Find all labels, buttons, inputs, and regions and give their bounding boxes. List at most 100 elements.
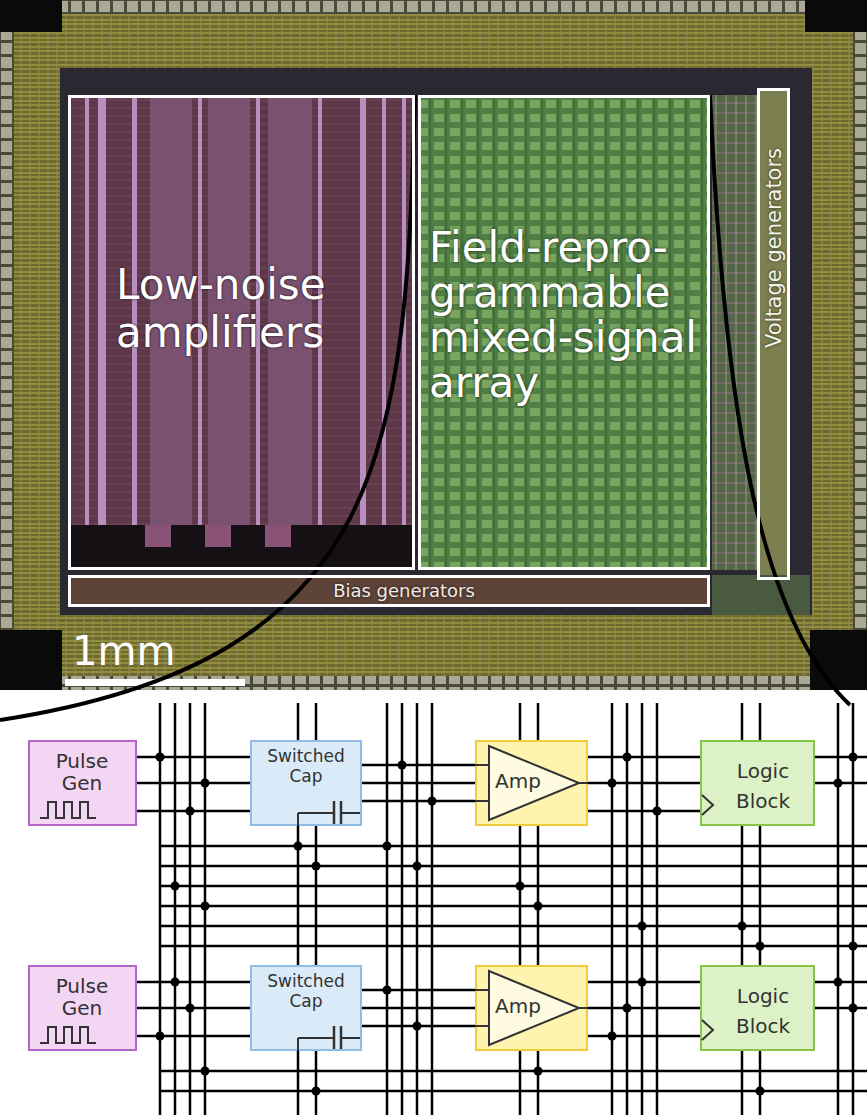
schematic-ground: [0, 690, 867, 1115]
dot: [834, 779, 843, 788]
stripe: [382, 95, 386, 525]
logic-layout: [712, 95, 757, 570]
dot: [849, 1004, 858, 1013]
zoom-curve: [0, 95, 415, 720]
bias-layout: [68, 575, 710, 607]
dot: [653, 807, 662, 816]
circuit-block: Switched Cap: [250, 965, 362, 1051]
lna-stripes: [85, 95, 406, 525]
routing-bus: [160, 703, 853, 1115]
dot: [738, 922, 747, 931]
block-label: Pulse Gen: [42, 975, 122, 1019]
routing-bus: [160, 846, 867, 1091]
dot: [156, 753, 165, 762]
circuit-block: Pulse Gen: [28, 965, 137, 1051]
dot: [834, 978, 843, 987]
lna-pads: [145, 525, 291, 547]
dot: [171, 978, 180, 987]
dot: [756, 1087, 765, 1096]
signal-wire: [137, 782, 250, 785]
capacitor-symbol: [334, 1026, 341, 1049]
circuit-block: Amp: [475, 740, 588, 826]
dot: [756, 942, 765, 951]
dot: [398, 761, 407, 770]
capacitor-symbol: [334, 801, 341, 824]
chip-region: Field-repro- grammable mixed-signal arra…: [418, 95, 710, 570]
dot: [312, 1087, 321, 1096]
dot: [608, 1032, 617, 1041]
dot: [623, 753, 632, 762]
signal-wire: [362, 782, 475, 785]
clock-symbol: [702, 1020, 713, 1040]
block-label: Switched Cap: [261, 971, 351, 1011]
corner: [805, 0, 867, 32]
dot: [638, 922, 647, 931]
dot: [171, 882, 180, 891]
signal-wire: [588, 782, 700, 785]
region-label: Voltage generators: [761, 98, 787, 398]
capacitor-wire: [298, 813, 360, 826]
stripe: [360, 95, 366, 525]
circuit-block: Switched Cap: [250, 740, 362, 826]
pad-ring: [0, 0, 867, 690]
dot: [413, 1022, 422, 1031]
dot: [294, 842, 303, 851]
stripe: [98, 95, 106, 525]
array-layout: [418, 95, 710, 570]
dot: [201, 1067, 210, 1076]
dot: [186, 807, 195, 816]
dot: [383, 842, 392, 851]
dot: [534, 902, 543, 911]
chip-region: Bias generators: [68, 575, 710, 607]
dot: [638, 978, 647, 987]
dot: [156, 1032, 165, 1041]
dot: [849, 942, 858, 951]
square-wave-symbol: [40, 1027, 96, 1043]
block: [265, 525, 291, 547]
stripe: [85, 95, 89, 525]
zoom-curve: [710, 95, 850, 705]
circuit-block: Logic Block: [700, 965, 815, 1051]
block-label: Amp: [495, 994, 547, 1018]
region-label: Bias generators: [101, 578, 707, 604]
dot: [428, 797, 437, 806]
block-label: Switched Cap: [261, 746, 351, 786]
dot: [849, 753, 858, 762]
lna-bottom: [68, 525, 415, 570]
capacitor-wire: [298, 1038, 360, 1051]
misc-layout: [712, 575, 810, 615]
circuit-block: Pulse Gen: [28, 740, 137, 826]
lna-layout: [68, 95, 415, 570]
corner: [0, 630, 62, 690]
chip-region: Low-noise amplifiers: [68, 95, 415, 570]
block: [145, 525, 171, 547]
block-label: Logic Block: [722, 981, 804, 1041]
dot: [516, 882, 525, 891]
region-label: Low-noise amplifiers: [116, 261, 386, 357]
corner: [0, 0, 62, 32]
scale-label: 1mm: [72, 628, 175, 674]
block-label: Logic Block: [722, 756, 804, 816]
die-corners: [0, 0, 867, 690]
signal-wire: [588, 1007, 700, 1010]
region-label: Field-repro- grammable mixed-signal arra…: [429, 225, 711, 405]
core-ground: [60, 68, 812, 615]
dot: [413, 862, 422, 871]
circuit-block: Amp: [475, 965, 588, 1051]
block-label: Pulse Gen: [42, 750, 122, 794]
chip-region: Voltage generators: [757, 88, 790, 580]
block-label: Amp: [495, 769, 547, 793]
amplifier-symbol: [489, 746, 579, 820]
dot: [312, 862, 321, 871]
signal-wire: [137, 1007, 250, 1010]
dot: [383, 986, 392, 995]
signal-wire: [362, 1007, 475, 1010]
voltage-layout: [757, 88, 790, 580]
block: [205, 525, 231, 547]
dot: [201, 902, 210, 911]
circuit-block: Logic Block: [700, 740, 815, 826]
clock-symbol: [702, 795, 713, 815]
corner: [810, 630, 867, 690]
